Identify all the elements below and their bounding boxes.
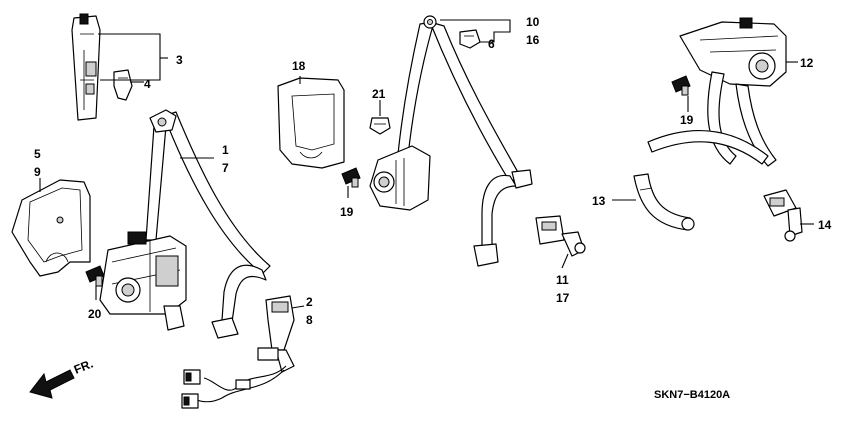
callout-9: 9 bbox=[34, 165, 41, 179]
callout-11: 11 bbox=[556, 273, 569, 287]
callout-5: 5 bbox=[34, 147, 41, 161]
callout-10: 10 bbox=[526, 15, 540, 29]
clip-21 bbox=[369, 117, 391, 135]
front-label: FR. bbox=[72, 357, 95, 377]
drawing-code: SKN7−B4120A bbox=[654, 389, 730, 401]
callout-1: 1 bbox=[222, 143, 229, 157]
rear-buckle-14 bbox=[763, 189, 803, 242]
bolt-20 bbox=[85, 265, 105, 287]
rear-seat-belt-assembly bbox=[369, 15, 533, 267]
rear-retractor-12 bbox=[647, 17, 787, 167]
callout-13: 13 bbox=[592, 194, 606, 208]
callout-8: 8 bbox=[306, 313, 313, 327]
bracket-strap-13 bbox=[633, 173, 695, 231]
front-buckle-assembly bbox=[181, 295, 295, 409]
callout-labels: 3 4 5 9 1 7 2 8 20 18 21 19 10 16 6 11 1… bbox=[34, 15, 832, 327]
front-direction-indicator: FR. bbox=[29, 357, 95, 399]
callout-6: 6 bbox=[488, 37, 495, 51]
callout-4: 4 bbox=[144, 77, 151, 91]
bolt-19 bbox=[671, 75, 691, 96]
front-seat-belt-assembly bbox=[99, 109, 271, 339]
rear-buckle-11 bbox=[535, 215, 586, 257]
callout-2: 2 bbox=[306, 295, 313, 309]
callout-14: 14 bbox=[818, 218, 832, 232]
bolt-18 bbox=[341, 167, 361, 188]
side-cover-panel bbox=[11, 179, 91, 277]
cover-clip bbox=[113, 69, 133, 101]
callout-7: 7 bbox=[222, 161, 229, 175]
callout-20: 20 bbox=[88, 307, 102, 321]
callout-12: 12 bbox=[800, 56, 814, 70]
callout-19: 19 bbox=[680, 113, 694, 127]
callout-16: 16 bbox=[526, 33, 540, 47]
leader-lines bbox=[39, 19, 814, 309]
callout-18: 19 bbox=[340, 205, 354, 219]
trim-cover-15 bbox=[277, 77, 345, 169]
callout-15: 18 bbox=[292, 59, 306, 73]
callout-21: 21 bbox=[372, 87, 386, 101]
pillar-upper-cover bbox=[71, 13, 101, 121]
front-arrow-icon bbox=[29, 369, 75, 399]
callout-3: 3 bbox=[176, 53, 183, 67]
callout-17: 17 bbox=[556, 291, 570, 305]
clip-6 bbox=[459, 29, 481, 49]
